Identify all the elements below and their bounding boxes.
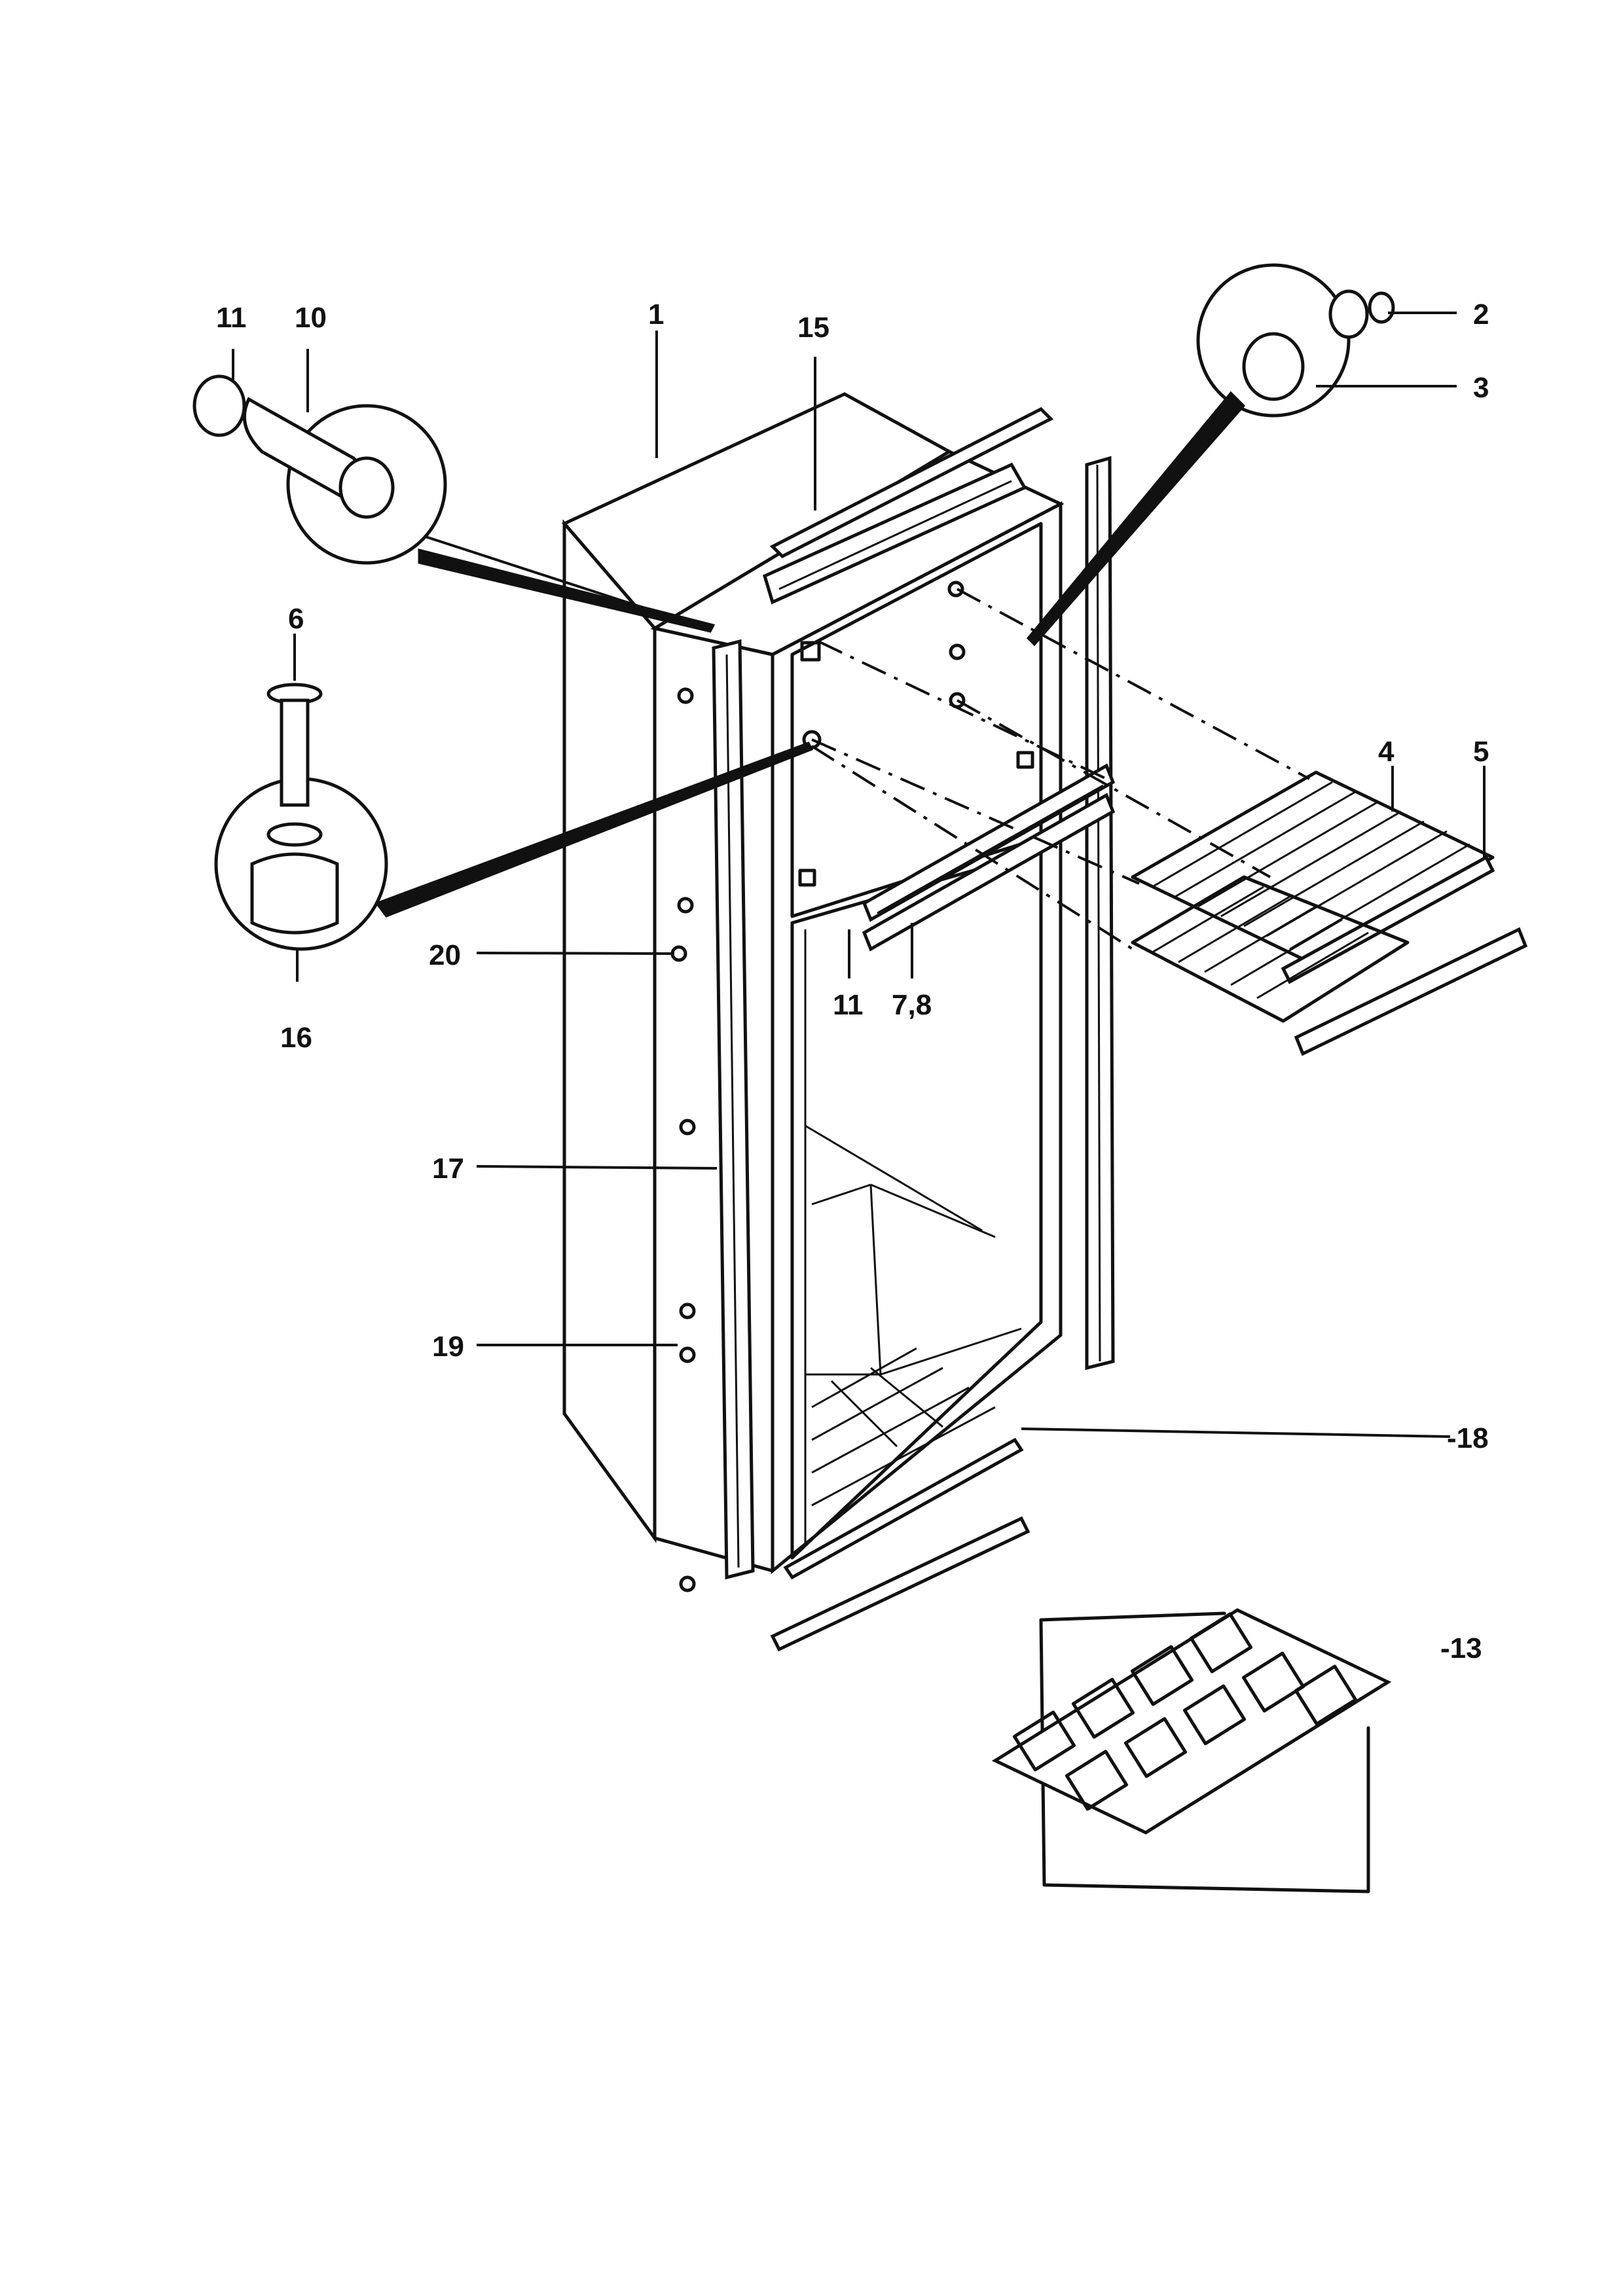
shelf-rail: [862, 763, 1116, 952]
wire-shelf-lower: [1131, 875, 1528, 1056]
callout-3: 3: [1473, 372, 1489, 404]
callout-5: 5: [1473, 736, 1489, 768]
lamp-cap: [338, 456, 395, 519]
callout-18: -18: [1447, 1422, 1489, 1454]
crisper-floor-ribs: [811, 1347, 996, 1507]
bottom-trim-strip: [770, 1437, 1030, 1652]
callout-10: 10: [295, 302, 327, 334]
callout-2: 2: [1473, 298, 1489, 331]
knob: [1242, 332, 1305, 401]
callout-15: 15: [797, 312, 830, 344]
callout-20: 20: [429, 939, 461, 971]
assembly-line: [811, 588, 1310, 950]
callout-labels: 1 15 11 10 2 3 4 5 6 16 20 11 7,8 17 19 …: [216, 298, 1489, 1664]
knob-cap: [1328, 289, 1369, 339]
callout-11-top: 11: [216, 302, 247, 334]
wire-shelf-upper: [1131, 770, 1495, 984]
o-ring: [192, 374, 246, 437]
callout-6: 6: [288, 603, 304, 635]
callout-4: 4: [1378, 736, 1395, 768]
ice-cube-tray: [991, 1608, 1392, 1893]
callout-11-mid: 11: [833, 989, 864, 1021]
callout-1: 1: [648, 298, 664, 331]
detail-drain-plug: [214, 683, 814, 951]
detail-light-housing: [192, 374, 716, 633]
detail-thermostat-knob: [1026, 263, 1395, 647]
ice-tray-cell: [1012, 1612, 1358, 1811]
callout-19: 19: [432, 1331, 464, 1363]
leader-lines: [232, 312, 1486, 1438]
wire-shelf-bars: [1152, 781, 1470, 950]
right-door-gasket: [1085, 456, 1115, 1371]
callout-13: -13: [1440, 1632, 1482, 1664]
drain-cup: [250, 852, 339, 935]
callout-16: 16: [280, 1022, 312, 1054]
screw: [670, 687, 696, 1592]
top-trim-strip: [762, 406, 1054, 605]
left-door-gasket: [712, 639, 755, 1580]
callout-17: 17: [432, 1153, 464, 1185]
callout-7-8: 7,8: [892, 989, 932, 1021]
